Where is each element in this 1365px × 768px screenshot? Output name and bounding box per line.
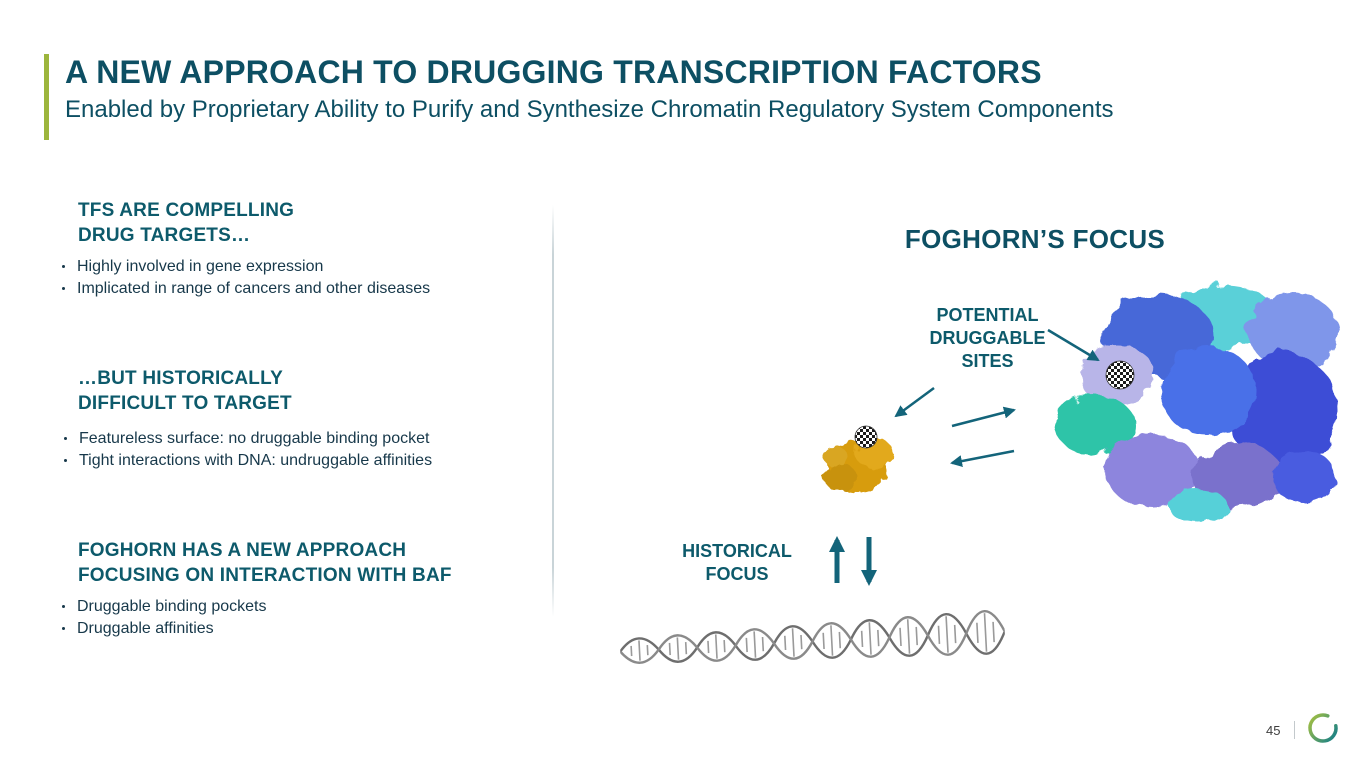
- section-heading-compelling-targets: TFS ARE COMPELLING DRUG TARGETS…: [78, 200, 295, 246]
- page-subtitle: Enabled by Proprietary Ability to Purify…: [65, 96, 1114, 123]
- arrow-interaction-left-icon: [950, 449, 1015, 467]
- bullet-dot-icon: [62, 627, 65, 630]
- transcription-factor-illustration: [823, 425, 893, 492]
- bullet-dot-icon: [62, 605, 65, 608]
- checkered-druggable-site-icon: [1105, 360, 1135, 390]
- section-heading-difficult-to-target: …BUT HISTORICALLY DIFFICULT TO TARGET: [78, 368, 292, 414]
- bullet-dot-icon: [64, 437, 67, 440]
- label-historical-focus: HISTORICAL FOCUS: [682, 541, 792, 584]
- bullet-text: Tight interactions with DNA: undruggable…: [79, 452, 433, 469]
- page-title: A NEW APPROACH TO DRUGGING TRANSCRIPTION…: [65, 54, 1042, 90]
- diagram-title-foghorns-focus: FOGHORN’S FOCUS: [904, 224, 1166, 254]
- arrow-interaction-right-icon: [951, 406, 1016, 428]
- page-number: 45: [1266, 723, 1281, 738]
- bullet-text: Featureless surface: no druggable bindin…: [79, 430, 430, 447]
- bullet-text: Implicated in range of cancers and other…: [77, 280, 431, 297]
- checkered-druggable-site-icon: [854, 425, 878, 449]
- list-item: Druggable binding pockets: [62, 596, 266, 617]
- bullet-list-compelling-targets: Highly involved in gene expression Impli…: [62, 256, 430, 299]
- title-accent-bar: [44, 54, 49, 140]
- label-potential-druggable-sites: POTENTIAL DRUGGABLE SITES: [929, 305, 1046, 371]
- vertical-divider: [552, 205, 554, 617]
- section-heading-new-approach: FOGHORN HAS A NEW APPROACH FOCUSING ON I…: [78, 540, 452, 586]
- bullet-text: Druggable affinities: [77, 620, 214, 637]
- bullet-dot-icon: [64, 459, 67, 462]
- bullet-dot-icon: [62, 287, 65, 290]
- bullet-list-new-approach: Druggable binding pockets Druggable affi…: [62, 596, 266, 639]
- bullet-dot-icon: [62, 265, 65, 268]
- footer-divider: [1294, 721, 1295, 739]
- list-item: Tight interactions with DNA: undruggable…: [64, 450, 432, 471]
- bullet-list-difficult-to-target: Featureless surface: no druggable bindin…: [64, 428, 432, 471]
- baf-complex-illustration: [1056, 284, 1338, 522]
- arrow-sites-to-tf-icon: [894, 386, 935, 418]
- title-block: A NEW APPROACH TO DRUGGING TRANSCRIPTION…: [44, 54, 1114, 140]
- bullet-text: Druggable binding pockets: [77, 598, 267, 615]
- list-item: Featureless surface: no druggable bindin…: [64, 428, 432, 449]
- list-item: Highly involved in gene expression: [62, 256, 430, 277]
- list-item: Implicated in range of cancers and other…: [62, 278, 430, 299]
- list-item: Druggable affinities: [62, 618, 266, 639]
- foghorn-logo-icon: [1308, 713, 1338, 743]
- dna-helix-illustration: [619, 610, 1006, 664]
- bullet-text: Highly involved in gene expression: [77, 258, 324, 275]
